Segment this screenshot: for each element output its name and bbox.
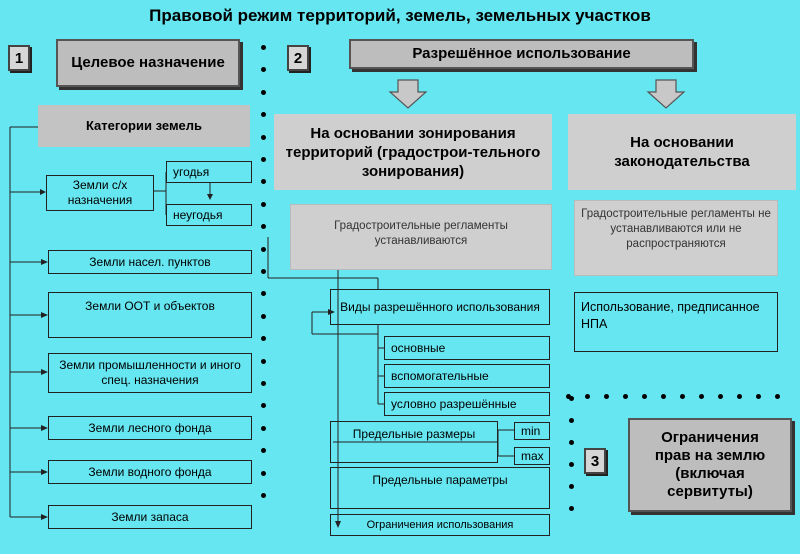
- separator-dot: [261, 201, 266, 207]
- separator-dot: [261, 336, 266, 342]
- separator-dot: [261, 358, 266, 364]
- section2-number: 2: [287, 45, 309, 71]
- down-arrows: [388, 79, 686, 109]
- zoning-basis: На основании зонирования территорий (гра…: [274, 114, 552, 190]
- separator-dot: [756, 394, 761, 399]
- category-forest: Земли лесного фонда: [48, 416, 252, 440]
- limit-size-max: max: [514, 447, 550, 465]
- land-categories-title: Категории земель: [38, 105, 250, 147]
- separator-dot: [261, 269, 266, 274]
- section3-title: Ограничения прав на землю (включая серви…: [628, 418, 792, 512]
- separator-dot: [261, 313, 266, 319]
- law-basis: На основании законодательства: [568, 114, 796, 190]
- category-reserve: Земли запаса: [48, 505, 252, 529]
- separator-dot: [261, 224, 266, 230]
- use-restrictions: Ограничения использования: [330, 514, 550, 536]
- category-agri: Земли с/х назначения: [46, 175, 154, 211]
- use-types-title: Виды разрешённого использования: [330, 289, 550, 325]
- separator-dot: [261, 112, 266, 118]
- separator-dot: [623, 394, 628, 399]
- separator-dot: [261, 493, 266, 498]
- separator-dot: [604, 394, 609, 399]
- separator-dot: [261, 67, 266, 73]
- separator-dot: [261, 291, 266, 297]
- separator-dot: [261, 381, 266, 386]
- use-type-main: основные: [384, 336, 550, 360]
- limit-sizes: Предельные размеры: [330, 421, 498, 463]
- use-type-auxiliary: вспомогательные: [384, 364, 550, 388]
- separator-dot: [261, 45, 266, 50]
- separator-dot: [585, 394, 590, 399]
- separator-dot: [261, 448, 266, 454]
- separator-dot: [718, 394, 723, 399]
- regulations-not-set: Градостроительные регламенты не устанавл…: [574, 200, 778, 276]
- npa-use: Использование, предписанное НПА: [574, 292, 778, 352]
- category-water: Земли водного фонда: [48, 460, 252, 484]
- separator-dot: [569, 418, 574, 423]
- separator-dot: [261, 246, 266, 252]
- separator-dot: [569, 462, 574, 467]
- separator-dot: [261, 89, 266, 95]
- separator-dot: [661, 394, 666, 399]
- separator-dot: [569, 484, 574, 489]
- separator-dot: [569, 396, 574, 401]
- separator-dot: [737, 394, 742, 399]
- separator-dot: [680, 394, 685, 399]
- separator-dot: [261, 470, 266, 476]
- separator-dot: [261, 157, 266, 162]
- agri-sub-nonlands: неугодья: [166, 204, 252, 226]
- limit-params: Предельные параметры: [330, 467, 550, 509]
- limit-size-min: min: [514, 422, 550, 440]
- separator-dot: [642, 394, 647, 399]
- separator-dot: [569, 440, 574, 445]
- section1-title: Целевое назначение: [56, 39, 240, 87]
- separator-dot: [261, 134, 266, 140]
- category-oot: Земли ООТ и объектов: [48, 292, 252, 338]
- category-industry: Земли промышленности и иного спец. назна…: [48, 353, 252, 393]
- section3-number: 3: [584, 448, 606, 474]
- separator-dot: [261, 403, 266, 409]
- regulations-set: Градостроительные регламенты устанавлива…: [290, 204, 552, 270]
- separator-dot: [569, 506, 574, 511]
- category-settlements: Земли насел. пунктов: [48, 250, 252, 274]
- separator-dot: [566, 394, 571, 399]
- agri-sub-lands: угодья: [166, 161, 252, 183]
- separator-dot: [261, 179, 266, 185]
- separator-dot: [775, 394, 780, 399]
- section2-title: Разрешённое использование: [349, 39, 694, 69]
- section1-number: 1: [8, 45, 30, 71]
- separator-dot: [699, 394, 704, 399]
- page-title: Правовой режим территорий, земель, земел…: [149, 6, 651, 25]
- separator-dot: [261, 425, 266, 431]
- use-type-conditional: условно разрешённые: [384, 392, 550, 416]
